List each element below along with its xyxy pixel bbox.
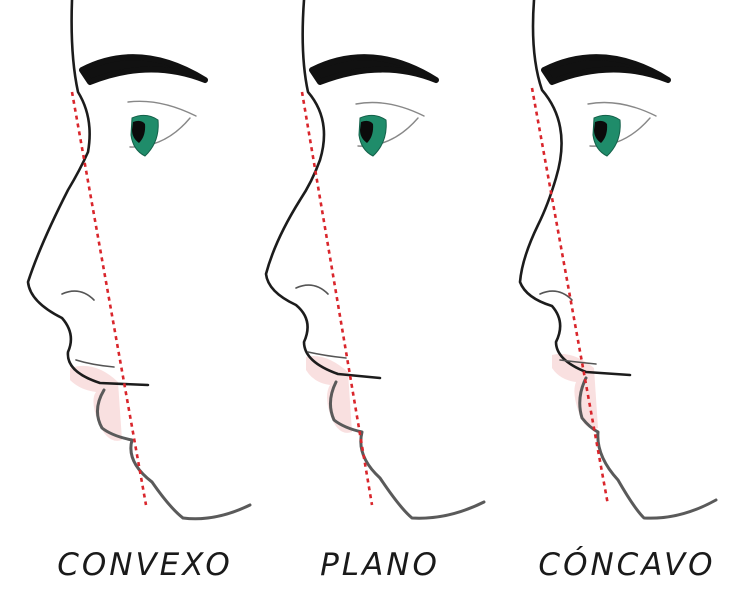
nostril: [539, 290, 573, 301]
profile-concavo: [518, 0, 718, 520]
face-outline: [264, 0, 382, 380]
reference-line: [70, 91, 148, 506]
eyebrow: [309, 54, 439, 85]
lip-shading: [70, 365, 122, 441]
profile-plano: [264, 0, 486, 520]
eyebrow: [79, 54, 208, 85]
face-outline: [518, 0, 632, 377]
chin-outline: [578, 376, 718, 520]
upper-eyelid: [355, 101, 425, 117]
nostril: [295, 284, 329, 295]
eyebrow: [541, 54, 671, 85]
upper-eyelid: [127, 100, 197, 117]
lip-shading: [306, 356, 352, 433]
lip-shading: [552, 353, 598, 429]
pupil: [594, 120, 608, 143]
pupil: [360, 120, 374, 143]
lip-line: [307, 351, 347, 359]
reference-line: [300, 91, 374, 506]
lip-line: [75, 359, 115, 368]
reference-line: [530, 87, 610, 506]
caption-convexo: CONVEXO: [57, 547, 233, 583]
pupil: [132, 120, 146, 143]
caption-concavo: CÓNCAVO: [538, 547, 716, 583]
face-outline: [26, 0, 150, 387]
profile-convexo: [26, 0, 252, 521]
caption-plano: PLANO: [320, 547, 440, 583]
chin-outline: [96, 388, 252, 521]
nostril: [61, 290, 95, 301]
upper-eyelid: [587, 101, 657, 117]
lip-line: [559, 359, 597, 365]
